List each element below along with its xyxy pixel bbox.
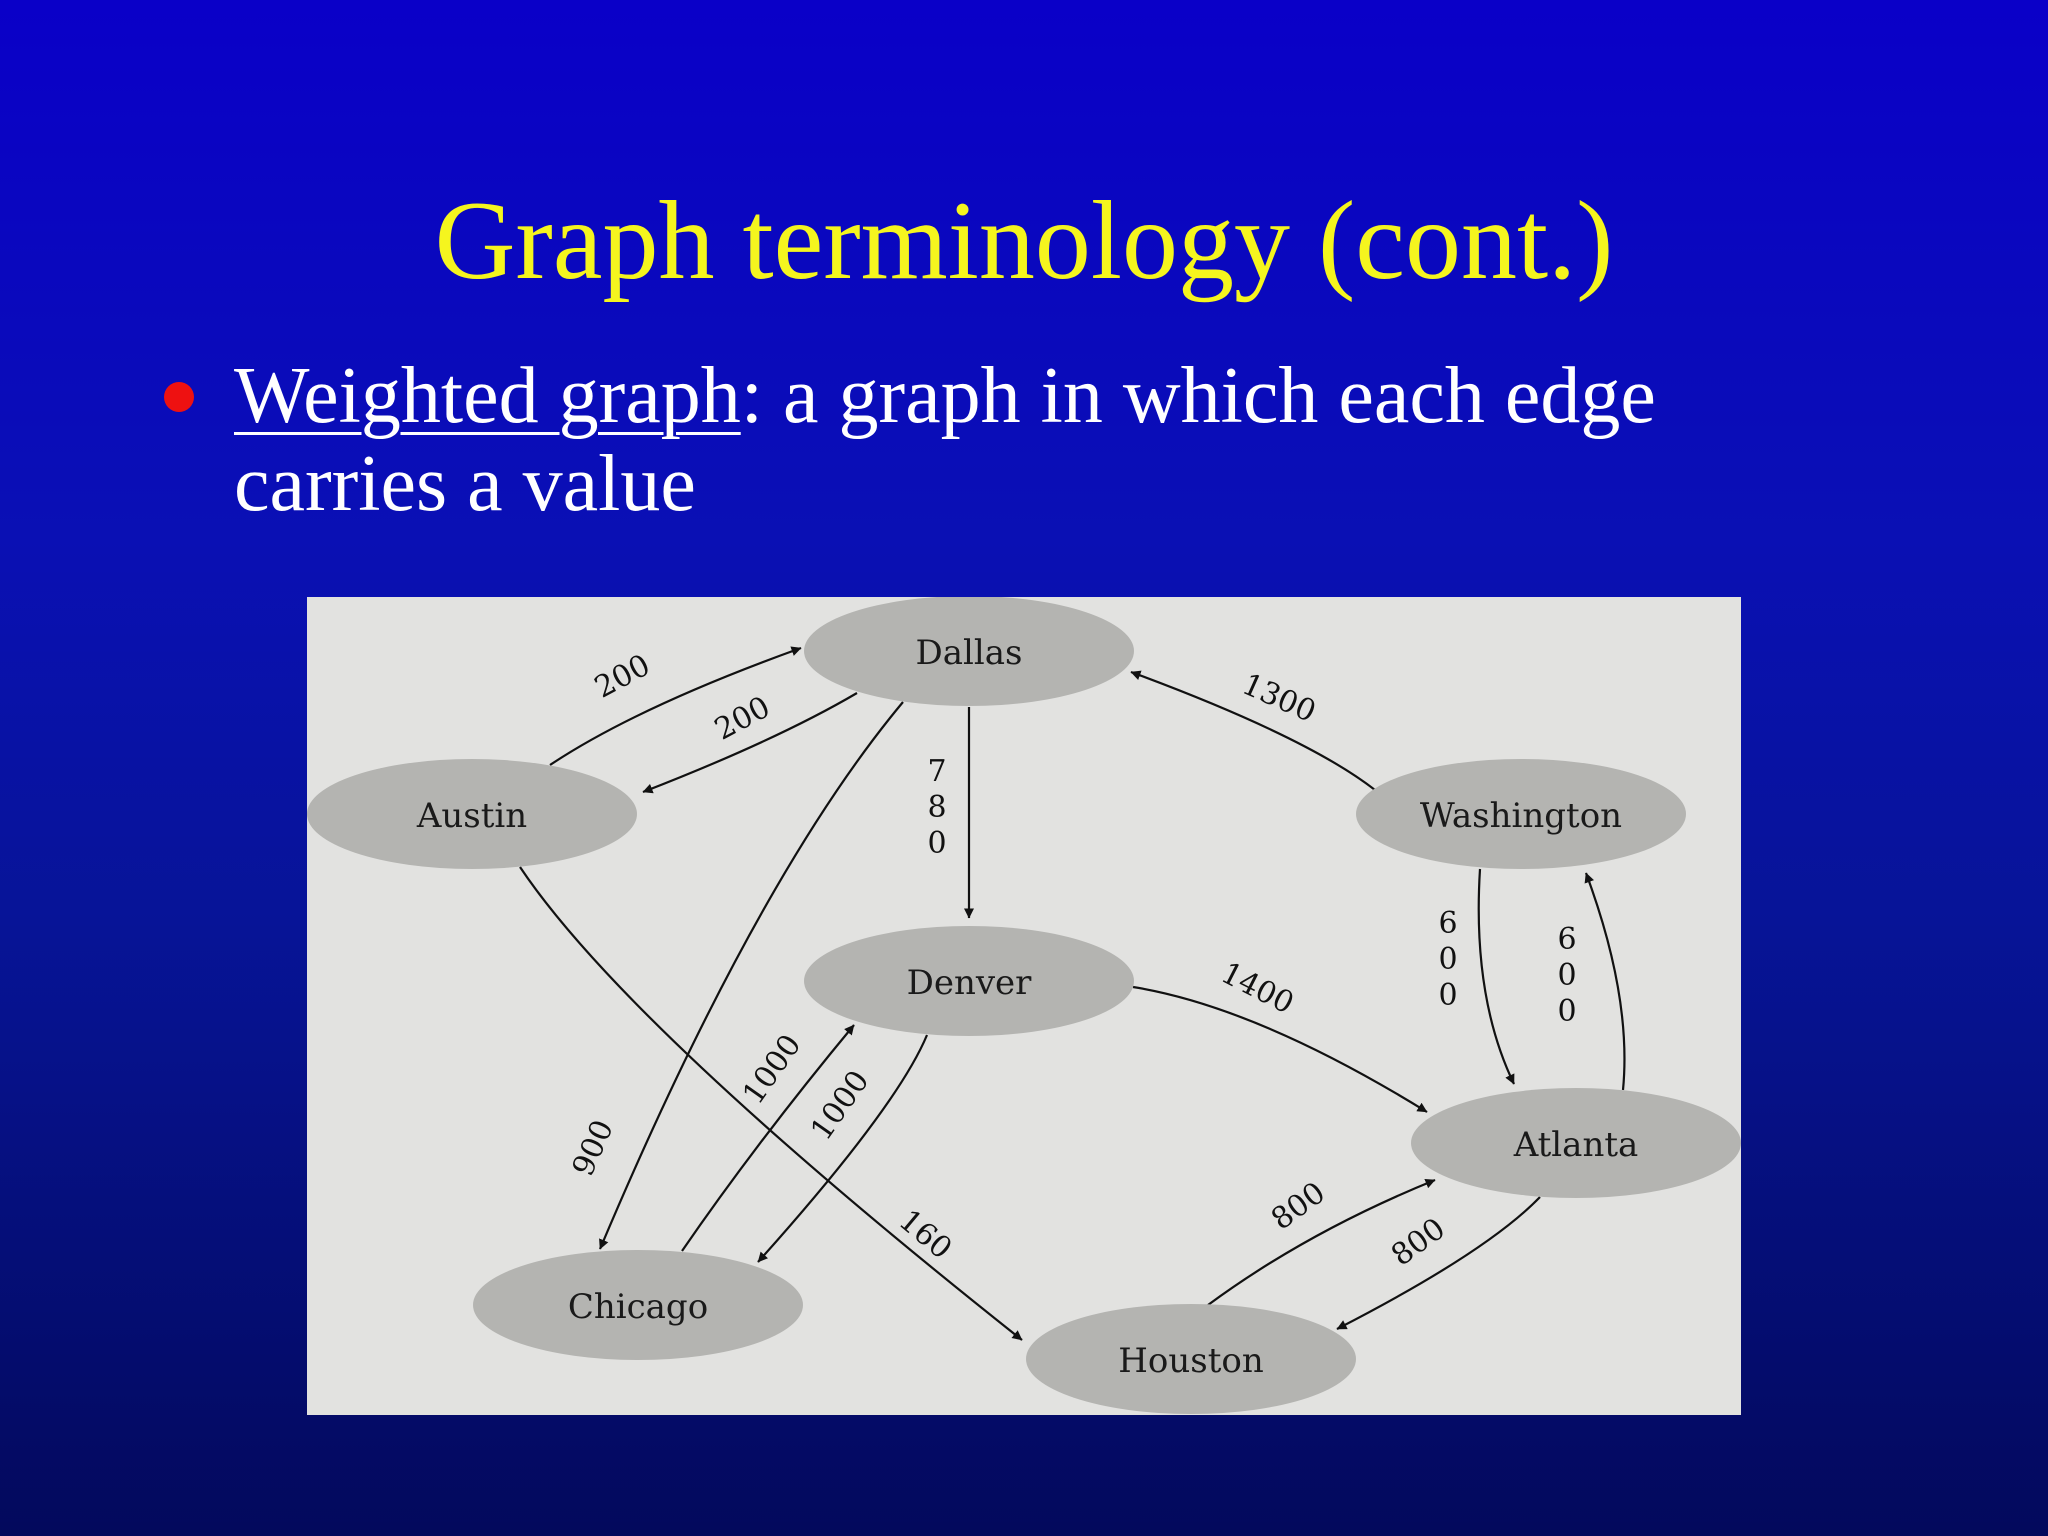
node-label-austin: Austin — [416, 796, 527, 836]
edge-weight-label: 900 — [566, 1115, 621, 1182]
slide-title: Graph terminology (cont.) — [434, 179, 1614, 303]
node-atlanta: Atlanta — [1411, 1088, 1741, 1198]
edge-washington-dallas — [1130, 670, 1376, 791]
weighted-graph-diagram: Dallas Austin Washington Denver Atlanta … — [307, 597, 1741, 1415]
bullet-dot-icon — [164, 382, 194, 412]
edge-weight-label: 200 — [589, 648, 656, 706]
edge-weight-label: 200 — [709, 690, 776, 748]
term-weighted-graph: Weighted graph — [234, 352, 741, 440]
edge-weight-label: 800 — [1265, 1175, 1332, 1237]
bullet-text: Weighted graph: a graph in which each ed… — [234, 352, 1780, 528]
term-definition: : a graph in which each edge carries a v… — [234, 352, 1656, 528]
node-label-washington: Washington — [1420, 796, 1622, 836]
edge-atlanta-houston — [1336, 1196, 1541, 1330]
node-houston: Houston — [1026, 1304, 1356, 1414]
node-label-atlanta: Atlanta — [1513, 1125, 1639, 1165]
edges — [519, 646, 1626, 1341]
node-label-denver: Denver — [907, 963, 1033, 1003]
edge-atlanta-washington — [1584, 872, 1626, 1091]
node-washington: Washington — [1356, 759, 1686, 869]
edge-washington-atlanta — [1477, 868, 1515, 1085]
edge-austin-houston — [519, 866, 1023, 1341]
node-label-dallas: Dallas — [916, 633, 1023, 673]
bullet-item: Weighted graph: a graph in which each ed… — [160, 352, 1780, 528]
node-austin: Austin — [307, 759, 637, 869]
node-label-houston: Houston — [1118, 1341, 1264, 1381]
edge-dallas-austin — [642, 692, 858, 794]
edge-houston-atlanta — [1207, 1178, 1436, 1306]
edge-weight-label: 800 — [1385, 1211, 1452, 1273]
edge-weight-label: 160 — [892, 1203, 958, 1267]
edge-chicago-denver — [681, 1024, 855, 1252]
node-denver: Denver — [804, 926, 1134, 1036]
edge-dallas-chicago — [598, 701, 904, 1250]
edge-denver-atlanta — [1132, 985, 1428, 1113]
edge-denver-chicago — [757, 1034, 929, 1263]
node-dallas: Dallas — [804, 597, 1134, 706]
edge-austin-dallas — [549, 646, 802, 766]
edge-weight-label: 1000 — [736, 1028, 808, 1111]
node-chicago: Chicago — [473, 1250, 803, 1360]
graph-svg: Dallas Austin Washington Denver Atlanta … — [307, 597, 1741, 1414]
node-label-chicago: Chicago — [568, 1287, 708, 1327]
